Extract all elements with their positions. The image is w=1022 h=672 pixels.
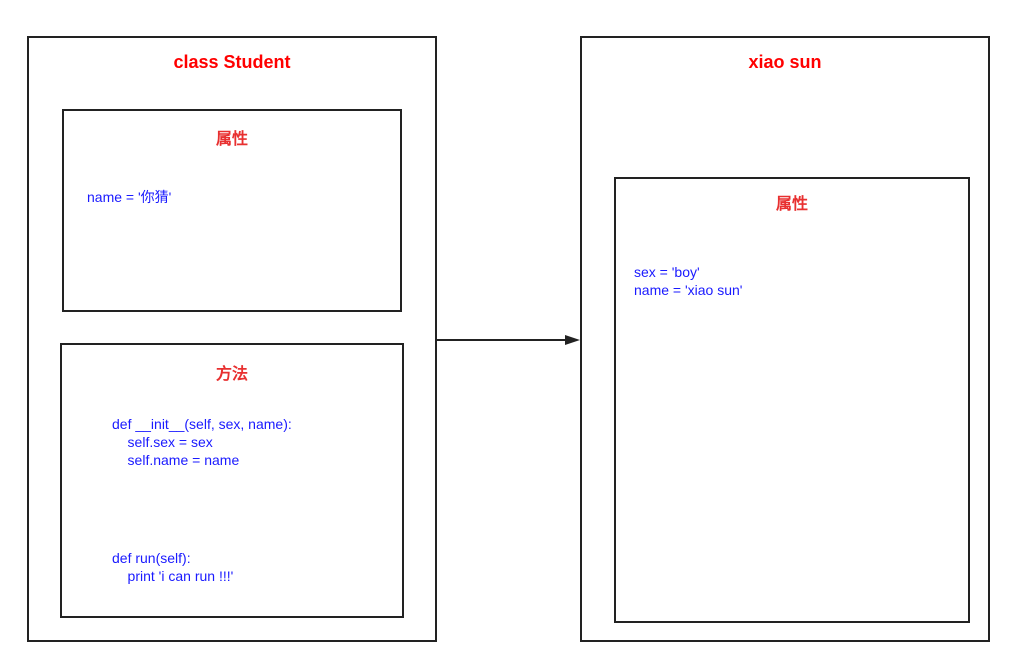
attributes-title: 属性 bbox=[215, 131, 248, 148]
instance-attributes-box: 属性 sex = 'boy' name = 'xiao sun' bbox=[614, 177, 970, 623]
methods-title: 方法 bbox=[215, 366, 248, 383]
instance-box: xiao sun bbox=[580, 36, 990, 642]
instance-attributes-code: sex = 'boy' name = 'xiao sun' bbox=[634, 264, 743, 298]
attributes-code: name = '你猜' bbox=[87, 189, 172, 205]
instance-attributes-title: 属性 bbox=[775, 196, 808, 213]
class-title: class Student bbox=[173, 52, 291, 72]
class-student-box: class Student bbox=[27, 36, 437, 642]
instance-title: xiao sun bbox=[748, 52, 822, 72]
init-method-code: def __init__(self, sex, name): self.sex … bbox=[112, 416, 292, 468]
instantiation-arrow bbox=[437, 335, 580, 345]
run-method-code: def run(self): print 'i can run !!!' bbox=[112, 550, 234, 584]
class-methods-box: 方法 def __init__(self, sex, name): self.s… bbox=[60, 343, 404, 618]
class-attributes-box: 属性 name = '你猜' bbox=[62, 109, 402, 312]
